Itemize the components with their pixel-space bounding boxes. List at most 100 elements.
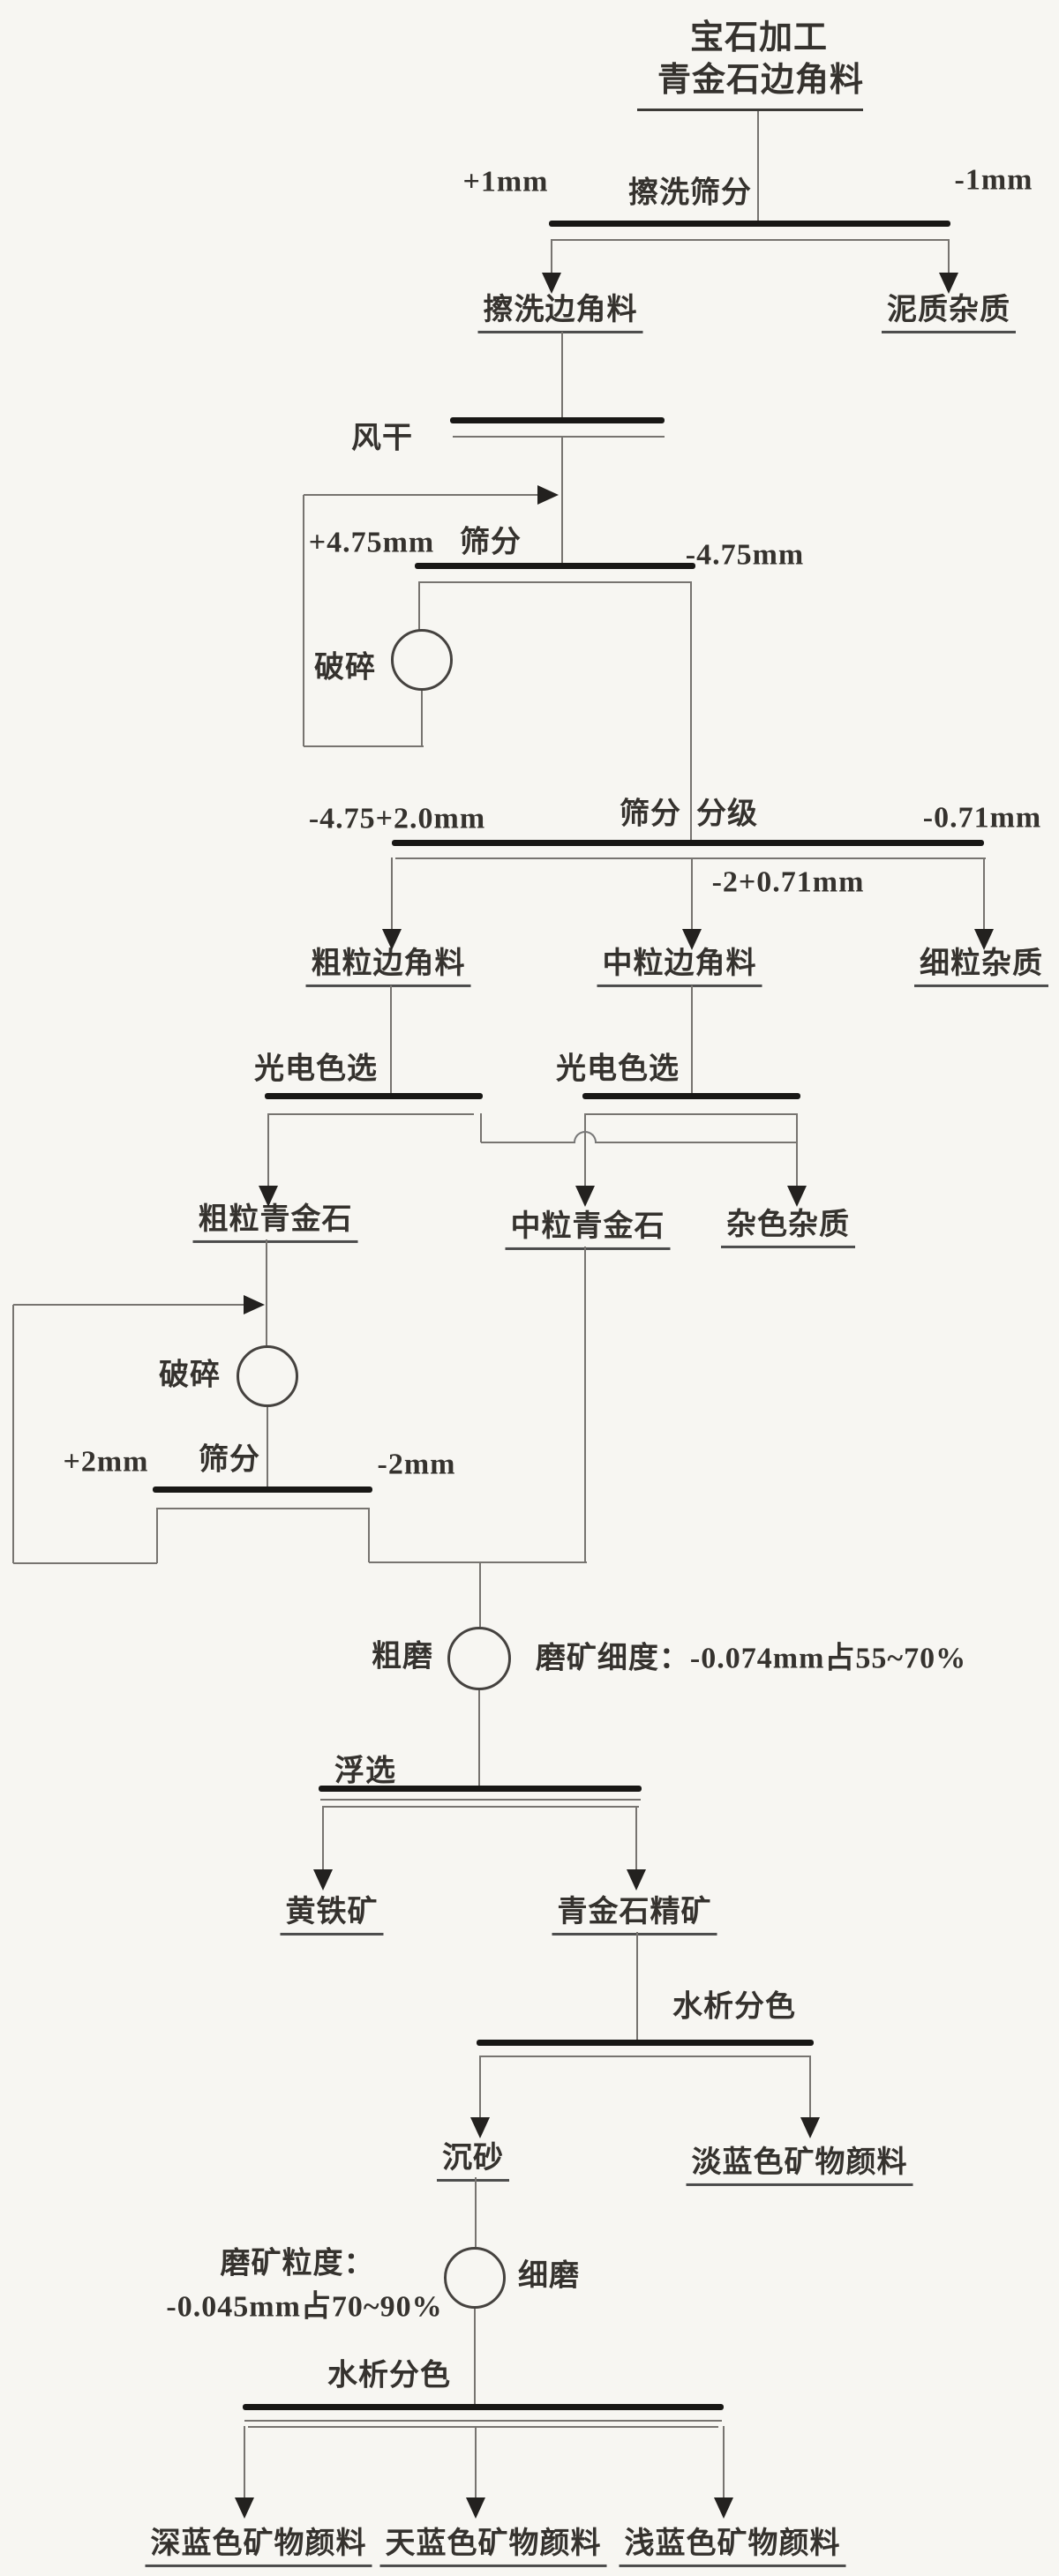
- arrow-down-icon: [542, 273, 561, 294]
- flow-line-vertical: [478, 1690, 480, 1786]
- flow-line-vertical: [983, 857, 985, 932]
- label-minus-4-75mm: -4.75mm: [685, 538, 805, 572]
- flow-line-vertical: [267, 1113, 269, 1189]
- node-pyrite: 黄铁矿: [280, 1895, 384, 1936]
- title-line-2: 青金石边角料: [657, 62, 865, 100]
- label-screening-4: 筛分: [199, 1443, 260, 1477]
- sieve-grade-bar: [392, 840, 984, 846]
- flow-line-vertical: [584, 1113, 586, 1189]
- node-coarse-scrap: 粗粒边角料: [305, 947, 471, 988]
- flow-line-vertical: [479, 1562, 481, 1627]
- crusher-2-symbol: [237, 1345, 298, 1407]
- flow-line-vertical: [475, 2426, 477, 2501]
- flow-line-vertical: [723, 2426, 725, 2501]
- node-lapis-concentrate: 青金石精矿: [552, 1895, 717, 1936]
- flow-line-vertical: [809, 2056, 811, 2121]
- flow-line-horizontal: [304, 745, 424, 747]
- label-hydro-color-sorting-2: 水析分色: [327, 2359, 451, 2393]
- arrow-down-icon: [235, 2497, 254, 2519]
- underflow-line: [320, 1799, 641, 1801]
- label-screening-grading-right: 分级: [696, 798, 758, 831]
- title-line-1: 宝石加工: [689, 19, 829, 57]
- coarse-mill-symbol: [447, 1627, 511, 1690]
- label-crushing-1: 破碎: [314, 651, 376, 685]
- label-minus-4-75-plus-2-0mm: -4.75+2.0mm: [308, 802, 486, 835]
- label-plus-2mm: +2mm: [63, 1445, 149, 1479]
- title-underline: [637, 109, 863, 111]
- flow-line-vertical: [266, 1239, 267, 1345]
- underflow-line: [267, 1113, 474, 1115]
- fine-mill-symbol: [444, 2247, 506, 2309]
- flow-line-vertical: [948, 239, 950, 278]
- label-scrub-screening: 擦洗筛分: [628, 176, 752, 210]
- label-screening-2: 筛分: [460, 526, 522, 559]
- underflow-line: [552, 239, 949, 241]
- label-plus-4-75mm: +4.75mm: [308, 526, 435, 559]
- node-fine-impurities: 细粒杂质: [914, 947, 1048, 988]
- arrow-down-icon: [714, 2497, 733, 2519]
- screen-2-bar: [415, 563, 695, 569]
- label-air-drying: 风干: [351, 422, 413, 455]
- arrow-down-icon: [313, 1869, 333, 1891]
- flow-line-vertical: [474, 2309, 476, 2404]
- node-medium-scrap: 中粒边角料: [597, 947, 762, 988]
- underflow-line: [322, 1806, 639, 1808]
- underflow-line: [453, 436, 665, 438]
- node-sky-blue-pigment: 天蓝色矿物颜料: [379, 2527, 607, 2568]
- label-grinding-size-title: 磨矿粒度：: [220, 2247, 375, 2280]
- flow-line-vertical: [322, 1806, 324, 1873]
- flow-line-vertical: [636, 1932, 638, 2040]
- flow-line-vertical: [390, 985, 392, 1093]
- arrow-down-icon: [382, 929, 402, 950]
- flow-line-vertical: [303, 495, 304, 746]
- underflow-line: [395, 857, 986, 859]
- flow-line-vertical: [690, 581, 692, 840]
- label-crushing-2: 破碎: [159, 1359, 221, 1392]
- label-minus-2mm: -2mm: [377, 1448, 456, 1481]
- label-fine-grinding: 细磨: [518, 2259, 580, 2293]
- label-minus-2-plus-0-71mm: -2+0.71mm: [711, 865, 865, 899]
- label-minus-0-71mm: -0.71mm: [922, 801, 1042, 835]
- node-mud-impurities: 泥质杂质: [882, 293, 1016, 334]
- arrow-down-icon: [939, 273, 958, 294]
- label-plus-1mm: +1mm: [462, 165, 549, 198]
- node-coarse-lapis: 粗粒青金石: [192, 1202, 358, 1244]
- screen-4-bar: [153, 1486, 372, 1493]
- arrow-down-icon: [575, 1186, 595, 1207]
- crusher-1-symbol: [391, 629, 453, 691]
- flow-line-horizontal: [481, 1142, 575, 1143]
- arrow-down-icon: [466, 2497, 485, 2519]
- node-settled-sand: 沉砂: [437, 2141, 509, 2183]
- label-hydro-color-sorting-1: 水析分色: [672, 1990, 796, 2024]
- color-sorter-1-bar: [265, 1093, 483, 1099]
- arrow-down-icon: [682, 929, 702, 950]
- label-flotation: 浮选: [334, 1755, 396, 1788]
- arrow-down-icon: [787, 1186, 807, 1207]
- underflow-line: [419, 581, 691, 583]
- flow-line-vertical: [391, 857, 393, 932]
- arrow-right-icon: [537, 485, 559, 505]
- flow-line-vertical: [561, 436, 563, 563]
- flow-line-vertical: [12, 1305, 14, 1563]
- label-color-sorting-2: 光电色选: [556, 1052, 680, 1086]
- flow-line-vertical: [418, 581, 420, 630]
- flow-line-horizontal: [13, 1562, 157, 1564]
- arrow-down-icon: [974, 929, 994, 950]
- underflow-line: [248, 2426, 718, 2428]
- node-medium-lapis: 中粒青金石: [505, 1209, 671, 1251]
- label-minus-1mm: -1mm: [954, 163, 1033, 197]
- flow-line-vertical: [244, 2426, 245, 2501]
- flow-line-vertical: [479, 2056, 481, 2121]
- flow-line-vertical: [635, 1806, 637, 1873]
- flow-line-vertical: [267, 1407, 268, 1486]
- color-sorter-2-bar: [582, 1093, 800, 1099]
- flow-line-vertical: [421, 690, 423, 746]
- node-pale-blue-pigment: 淡蓝色矿物颜料: [686, 2145, 913, 2187]
- flow-line-horizontal: [304, 494, 539, 496]
- arrow-down-icon: [627, 1869, 646, 1891]
- node-scrubbed-scrap: 擦洗边角料: [477, 293, 643, 334]
- flow-line-vertical: [368, 1508, 370, 1562]
- flow-line-vertical: [691, 985, 693, 1093]
- arrow-down-icon: [470, 2117, 490, 2138]
- label-grinding-fineness: 磨矿细度：-0.074mm占55~70%: [535, 1642, 967, 1675]
